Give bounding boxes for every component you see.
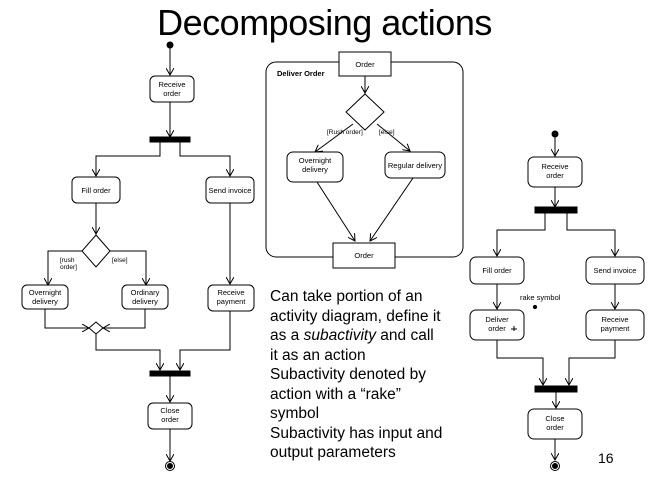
left-final-node <box>165 461 175 471</box>
right-receive-order-label-1: Receive <box>541 162 568 171</box>
left-ordinary-delivery-label-1: Ordinary <box>131 288 160 297</box>
sub-overnight-delivery-label-2: delivery <box>302 165 328 174</box>
rake-icon <box>511 326 517 331</box>
left-close-order-label-2: order <box>161 415 179 424</box>
sub-regular-delivery-node <box>384 151 446 179</box>
sub-guard-else: [else] <box>379 129 395 136</box>
page-number: 16 <box>598 450 614 466</box>
left-receive-payment-label-2: payment <box>217 297 247 306</box>
desc-line-7: symbol <box>270 405 320 422</box>
sub-regular-delivery-label: Regular delivery <box>388 161 442 170</box>
left-receive-payment-node <box>207 284 255 312</box>
left-receive-order-label-2: order <box>163 89 181 98</box>
order-output-label: Order <box>354 251 374 260</box>
desc-line-8: Subactivity has input and <box>270 424 443 442</box>
desc-line-2: activity diagram, define it <box>270 307 441 325</box>
left-send-invoice-label: Send invoice <box>209 186 252 195</box>
rake-callout-dot <box>532 304 538 310</box>
description-text: Can take portion of an activity diagram,… <box>270 287 470 463</box>
sub-guard-rush: [Rush order] <box>327 129 363 136</box>
right-final-node <box>550 461 560 471</box>
left-close-order-label-1: Close <box>160 406 179 415</box>
desc-line-3: as a subactivity and call <box>270 326 470 346</box>
right-receive-payment-label-2: payment <box>601 324 631 333</box>
left-fill-order-label: Fill order <box>81 186 111 195</box>
left-overnight-delivery-label-1: Overnight <box>29 288 62 297</box>
left-receive-payment-label-1: Receive <box>217 288 244 297</box>
right-join-bar <box>534 385 578 393</box>
left-merge-diamond <box>88 321 104 335</box>
right-receive-payment-label-1: Receive <box>601 315 628 324</box>
desc-line-6: action with a “rake” <box>270 385 401 403</box>
sub-overnight-delivery-label-1: Overnight <box>299 156 332 165</box>
desc-line-3-pre: as a <box>270 327 304 344</box>
left-join-bar <box>149 370 191 377</box>
desc-line-3-em: subactivity <box>303 327 376 344</box>
right-deliver-order-label-1: Deliver <box>485 315 509 324</box>
left-fork-bar <box>149 136 191 143</box>
desc-line-4: it as an action <box>270 346 366 364</box>
right-receive-order-label-2: order <box>546 171 564 180</box>
left-initial-node <box>166 41 174 49</box>
desc-line-9: output parameters <box>270 444 396 461</box>
desc-line-5: Subactivity denoted by <box>270 366 426 383</box>
left-guard-rush-1: [rush <box>60 257 75 264</box>
right-send-invoice-label: Send invoice <box>594 266 637 275</box>
left-guard-rush-2: order] <box>60 264 77 271</box>
slide-title: Decomposing actions <box>157 2 492 43</box>
left-ordinary-delivery-label-2: delivery <box>132 297 158 306</box>
right-fill-order-label: Fill order <box>482 266 512 275</box>
left-guard-else: [else] <box>112 257 128 264</box>
right-initial-node <box>551 130 559 138</box>
desc-line-3-post: and call <box>375 327 434 344</box>
order-output-parameter <box>332 242 396 269</box>
subactivity-decision-diamond <box>345 93 385 131</box>
rake-symbol-label: rake symbol <box>520 293 561 302</box>
deliver-order-subactivity <box>265 51 464 269</box>
right-close-order-label-2: order <box>546 423 564 432</box>
right-activity-diagram <box>469 130 645 471</box>
right-deliver-order-label-2: order <box>488 324 506 333</box>
right-fork-bar <box>534 206 578 214</box>
left-receive-order-node <box>149 75 195 103</box>
subactivity-frame-label: Deliver Order <box>277 69 325 78</box>
order-input-label: Order <box>355 60 375 69</box>
desc-line-1: Can take portion of an <box>270 288 423 305</box>
left-decision-diamond <box>81 234 111 268</box>
left-overnight-delivery-label-2: delivery <box>32 297 58 306</box>
left-activity-diagram <box>21 41 255 471</box>
sub-overnight-delivery-node <box>286 151 344 183</box>
right-close-order-label-1: Close <box>545 414 564 423</box>
left-receive-order-label-1: Receive <box>158 80 185 89</box>
